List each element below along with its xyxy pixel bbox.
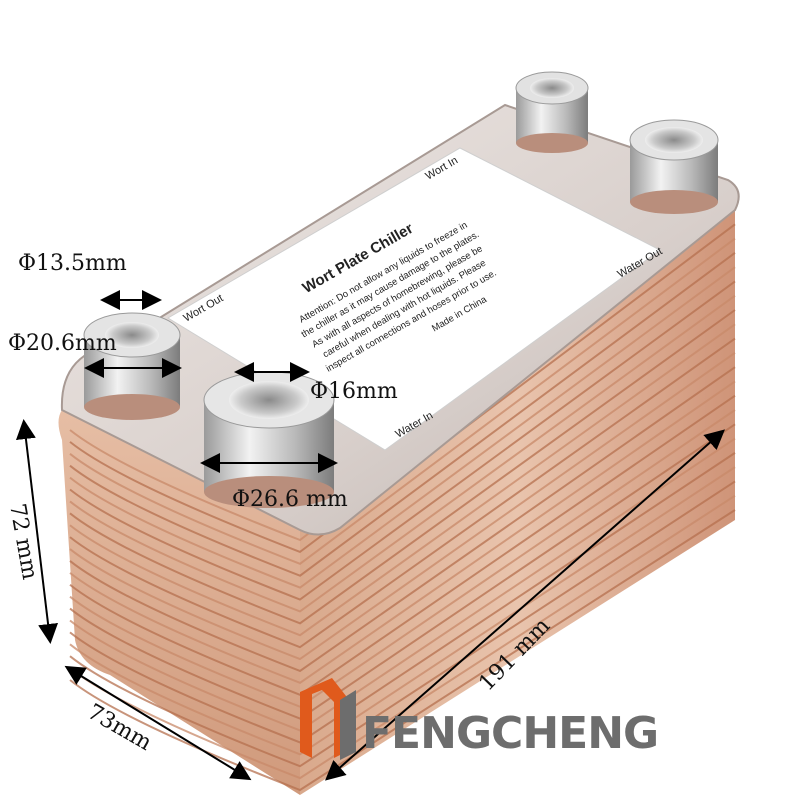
dim-inner-small: Φ13.5mm [18,251,127,276]
plate-line [69,409,736,708]
plate-line [69,337,736,649]
plate-line [69,423,736,720]
dim-height: 72 mm [4,502,42,582]
dim-outer-small: Φ20.6mm [8,331,117,356]
plate-line [69,223,736,554]
brand-logo: FENGCHENG [300,678,659,760]
plate-line [69,294,736,613]
plate-line [69,237,736,565]
brand-logo-mark [300,678,346,758]
plate-line [69,394,736,696]
plate-line [69,380,736,684]
plate-line [69,366,736,673]
fitting-wort-out [83,312,181,420]
plate-line [69,209,736,542]
brand-name: FENGCHENG [362,708,658,759]
dim-outer-large: Φ26.6 mm [232,487,348,512]
plate-line [69,252,736,577]
fitting-wort-in [515,71,589,153]
dim-inner-large: Φ16mm [310,379,398,404]
fitting-water-in [203,371,335,508]
plate-line [69,266,736,589]
plate-line [69,352,736,661]
plate-line [69,280,736,601]
plate-line [69,309,736,625]
dimension-arrows [15,290,726,781]
dim-width: 73mm [83,700,156,757]
plate-line [69,323,736,637]
fitting-water-out [629,119,719,214]
